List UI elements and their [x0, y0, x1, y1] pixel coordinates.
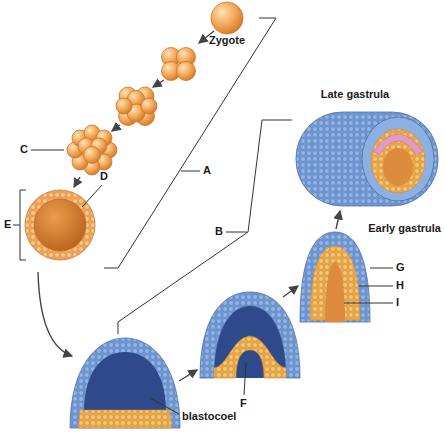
eight-cell-embryo	[116, 87, 157, 126]
late-gastrula	[296, 112, 438, 206]
stage-bracket	[20, 190, 26, 260]
eight-cell-embryo	[116, 98, 132, 114]
leader-line	[359, 286, 393, 287]
stage-bracket	[118, 120, 292, 334]
callout-letter: E	[4, 218, 11, 231]
leader-line	[226, 232, 247, 233]
leader-line	[370, 268, 393, 269]
early-gastrula	[300, 232, 370, 322]
stage-arrow	[283, 286, 298, 297]
invaginating-embryo	[200, 292, 300, 378]
stage-arrow	[153, 80, 164, 87]
late-gastrula	[362, 117, 434, 201]
early-gastrula	[325, 262, 345, 322]
early-gastrula	[300, 232, 370, 322]
stage-title: Zygote	[209, 34, 245, 47]
stage-arrow	[179, 370, 197, 381]
zygote-cell	[211, 2, 243, 34]
leader-line	[344, 303, 393, 304]
leader-line	[150, 398, 179, 414]
invaginating-embryo	[200, 292, 300, 378]
leader-line	[13, 225, 20, 226]
stage-bracket	[20, 18, 292, 334]
leader-line	[181, 171, 200, 172]
four-cell-embryo	[177, 62, 196, 81]
part-label: blastocoel	[182, 410, 236, 423]
blastula-cutaway	[84, 352, 166, 412]
callout-letter: H	[396, 279, 404, 292]
stage-arrow	[38, 31, 340, 381]
stage-title: Late gastrula	[321, 88, 389, 101]
morula	[84, 147, 101, 164]
callout-letter: A	[203, 164, 211, 177]
stage-arrow	[38, 272, 72, 356]
late-gastrula	[383, 148, 413, 186]
stage-title: Early gastrula	[368, 222, 441, 235]
stage-arrow	[74, 177, 80, 187]
late-gastrula	[371, 129, 425, 193]
stage-arrow	[336, 211, 340, 229]
leader-line	[82, 185, 102, 207]
stage-arrow	[112, 125, 120, 131]
callout-letter: D	[100, 170, 108, 183]
invaginating-embryo	[214, 306, 286, 378]
callout-letter: G	[396, 261, 405, 274]
zygote-cell	[211, 2, 243, 34]
late-gastrula	[296, 112, 438, 206]
callout-letter: B	[215, 225, 223, 238]
invaginating-embryo	[214, 336, 286, 378]
blastula-cutaway	[78, 410, 172, 428]
blastula-section	[25, 190, 95, 260]
blastula-cutaway	[70, 338, 180, 428]
callout-letter: C	[20, 143, 28, 156]
leader-line	[244, 362, 246, 395]
morula	[67, 125, 117, 175]
callout-letter: F	[240, 397, 247, 410]
leader-line	[13, 150, 393, 414]
callout-letter: I	[396, 296, 399, 309]
blastula-section	[34, 199, 86, 251]
blastula-cutaway	[70, 338, 180, 428]
blastula-section	[25, 190, 95, 260]
stage-bracket	[104, 18, 276, 268]
four-cell-embryo	[162, 48, 196, 81]
eight-cell-embryo	[141, 98, 157, 114]
leader-line	[31, 150, 64, 151]
